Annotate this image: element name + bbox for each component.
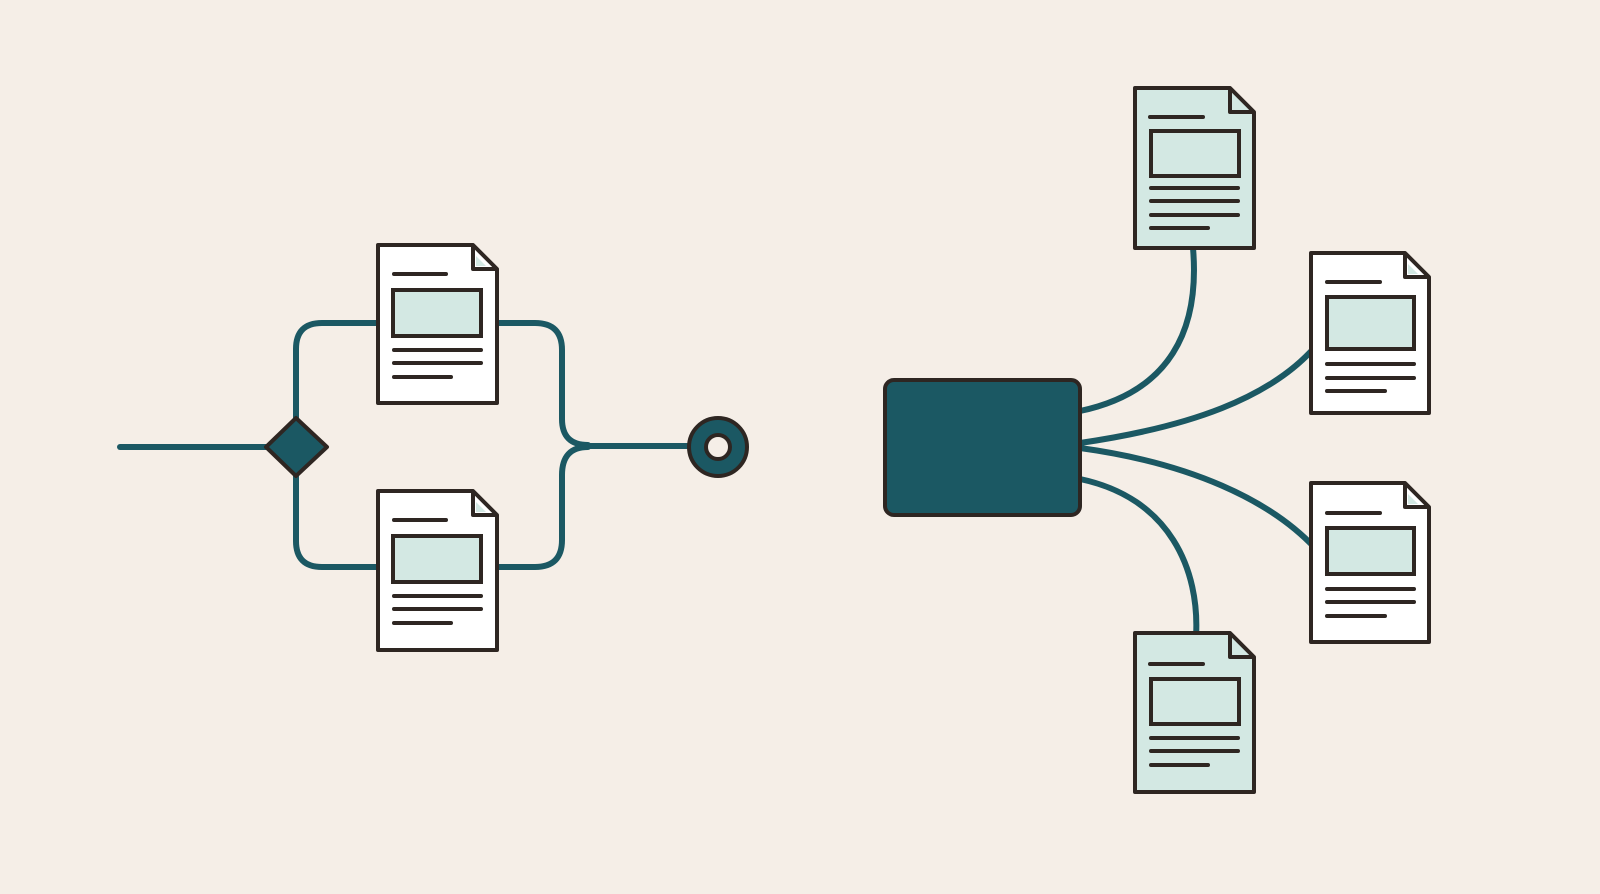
lower-branch-connector (293, 472, 381, 570)
document-icon (1133, 631, 1256, 794)
upper-merge-connector (494, 320, 591, 448)
connector-to-top-document (1077, 245, 1197, 414)
lower-merge-connector (494, 444, 591, 570)
diamond-gateway-icon (264, 416, 329, 478)
upper-branch-connector (293, 320, 381, 422)
target-circle-icon (687, 416, 749, 478)
connector-to-lower-right-document (1077, 445, 1318, 551)
connector-to-upper-right-document (1077, 344, 1318, 446)
document-icon (1309, 481, 1431, 644)
right-hub-fanout-diagram (883, 86, 1431, 794)
document-icon (376, 243, 499, 405)
document-icon (376, 489, 499, 652)
hub-block-icon (883, 378, 1082, 517)
document-icon (1133, 86, 1256, 250)
left-branch-merge-diagram (117, 243, 749, 652)
document-icon (1309, 251, 1431, 415)
connector-to-bottom-document (1077, 476, 1200, 640)
